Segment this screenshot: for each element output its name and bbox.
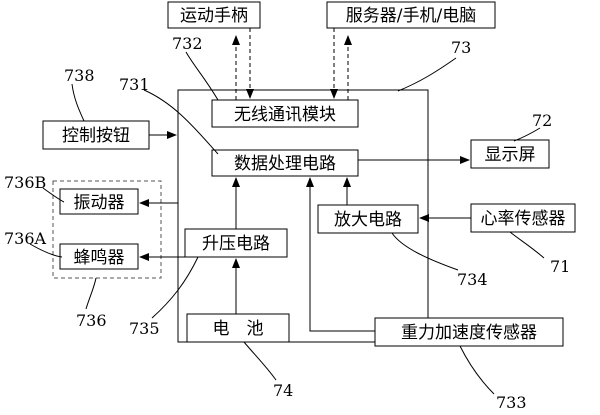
link-gravity-to-processing (306, 177, 375, 332)
ref-736: 736 (76, 311, 107, 330)
ref-74: 74 (273, 381, 293, 400)
alarm-group-frame (52, 180, 162, 279)
leader-738 (71, 83, 85, 122)
gravity-sensor-box (374, 317, 564, 347)
amplifier-label: 放大电路 (334, 210, 402, 230)
ref-736B: 736B (4, 173, 46, 192)
display-label: 显示屏 (485, 145, 536, 165)
wireless-module-label: 无线通讯模块 (234, 105, 336, 125)
heart-sensor-label: 心率传感器 (481, 209, 566, 229)
controller-box (167, 1, 261, 29)
leader-735 (151, 256, 199, 319)
ref-73: 73 (451, 38, 471, 57)
leader-733 (459, 345, 495, 395)
server-label: 服务器/手机/电脑 (346, 6, 476, 26)
leader-72 (513, 127, 541, 142)
ref-733: 733 (496, 393, 527, 412)
leader-736A (29, 243, 63, 258)
leader-73 (397, 57, 457, 92)
leader-74 (243, 341, 277, 381)
leader-732 (185, 51, 219, 101)
ref-736A: 736A (4, 229, 47, 248)
vibrator-label: 振动器 (74, 193, 125, 213)
buzzer-label: 蜂鸣器 (74, 248, 125, 268)
leader-734 (391, 232, 459, 271)
data-processing-label: 数据处理电路 (234, 154, 336, 174)
vibrator-box (59, 188, 139, 215)
ref-71: 71 (550, 257, 570, 276)
ref-732: 732 (172, 34, 203, 53)
gravity-sensor-label: 重力加速度传感器 (401, 323, 537, 343)
control-button-label: 控制按钮 (62, 126, 130, 146)
boost-circuit-label: 升压电路 (202, 234, 270, 254)
ref-72: 72 (532, 111, 552, 130)
ref-734: 734 (457, 270, 488, 289)
boost-circuit-box (184, 228, 288, 258)
ref-731: 731 (119, 75, 150, 94)
ref-735: 735 (129, 319, 160, 338)
data-processing-box (211, 149, 359, 177)
buzzer-box (59, 243, 139, 270)
leader-736B (42, 187, 65, 203)
amplifier-box (317, 204, 419, 234)
leader-731 (143, 89, 219, 155)
server-box (326, 1, 496, 29)
display-box (470, 139, 550, 169)
ref-738: 738 (64, 66, 95, 85)
leader-71 (509, 231, 545, 259)
leader-736 (85, 277, 97, 310)
battery-label: 电 池 (213, 319, 264, 339)
heart-sensor-box (470, 203, 576, 233)
wireless-module-box (211, 99, 359, 128)
controller-label: 运动手柄 (180, 6, 248, 26)
battery-box (186, 313, 290, 343)
